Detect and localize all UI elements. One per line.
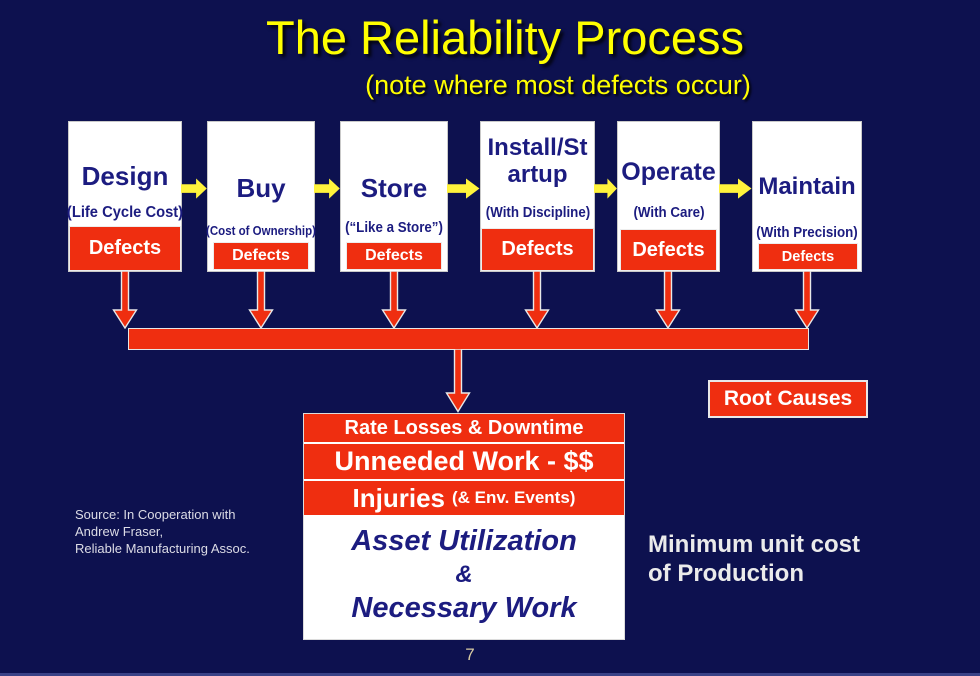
injuries-suffix-label: (& Env. Events) [452,488,576,507]
asset-line: Necessary Work [351,592,577,625]
page-number: 7 [465,645,475,664]
stage-title: Operate [621,158,716,186]
defects-badge: Defects [758,243,858,270]
collector-down-arrow-icon [445,349,471,413]
stage-title: Buy [236,173,286,203]
stage-operate: Operate (With Care) Defects [617,121,720,272]
source-line: Reliable Manufacturing Assoc. [75,541,250,556]
impact-bar-unneeded-work: Unneeded Work - $$ [304,444,624,479]
defects-badge: Defects [69,226,181,271]
impact-stack: Rate Losses & Downtime Unneeded Work - $… [303,413,625,640]
source-line: Source: In Cooperation with [75,507,236,522]
stage-title: Install/Startup [487,134,588,188]
root-causes-badge: Root Causes [708,380,868,418]
bottom-edge-strip [0,673,980,676]
stage-title: Store [360,173,428,203]
defect-down-arrow-icon [381,271,407,329]
flow-right-arrow-icon [719,178,752,199]
stage-title: Maintain [758,173,856,200]
stage-subtitle: (Life Cycle Cost) [66,204,184,221]
asset-utilization-text: Asset Utilization & Necessary Work [304,517,624,627]
defects-badge: Defects [620,229,717,271]
impact-bar-rate-losses: Rate Losses & Downtime [304,414,624,442]
flow-right-arrow-icon [181,178,207,199]
flow-right-arrow-icon [447,178,480,199]
slide-title: The Reliability Process [265,11,744,64]
stage-subtitle: (“Like a Store”) [345,220,443,236]
source-note: Source: In Cooperation with Andrew Frase… [75,506,295,557]
impact-bar-injuries: Injuries (& Env. Events) [304,481,624,515]
stage-subtitle: (With Discipline) [485,205,590,221]
stage-maintain: Maintain (With Precision) Defects [752,121,862,272]
asset-line: Asset Utilization [351,525,577,557]
defect-down-arrow-icon [794,271,820,329]
stage-store: Store (“Like a Store”) Defects [340,121,448,272]
defect-down-arrow-icon [655,271,681,329]
slide-subtitle: (note where most defects occur) [365,70,751,100]
defects-badge: Defects [481,228,594,271]
defects-collector-bar [128,328,809,350]
stage-title: Design [81,161,169,191]
stage-install-startup: Install/Startup (With Discipline) Defect… [480,121,595,272]
defect-down-arrow-icon [112,271,138,329]
asset-ampersand: & [455,561,473,589]
stage-subtitle: (Cost of Ownership) [206,224,316,238]
stage-buy: Buy (Cost of Ownership) Defects [206,121,316,272]
defect-down-arrow-icon [524,271,550,329]
injuries-main-label: Injuries [352,482,446,513]
stage-subtitle: (With Precision) [756,225,858,241]
flow-right-arrow-icon [594,178,617,199]
stage-subtitle: (With Care) [632,205,705,221]
flow-right-arrow-icon [314,178,340,199]
defect-down-arrow-icon [248,271,274,329]
defects-badge: Defects [346,242,442,270]
min-unit-cost-text: Minimum unit cost of Production [648,531,860,587]
defects-badge: Defects [213,242,309,270]
source-line: Andrew Fraser, [75,524,164,539]
stage-design: Design (Life Cycle Cost) Defects [66,121,184,272]
